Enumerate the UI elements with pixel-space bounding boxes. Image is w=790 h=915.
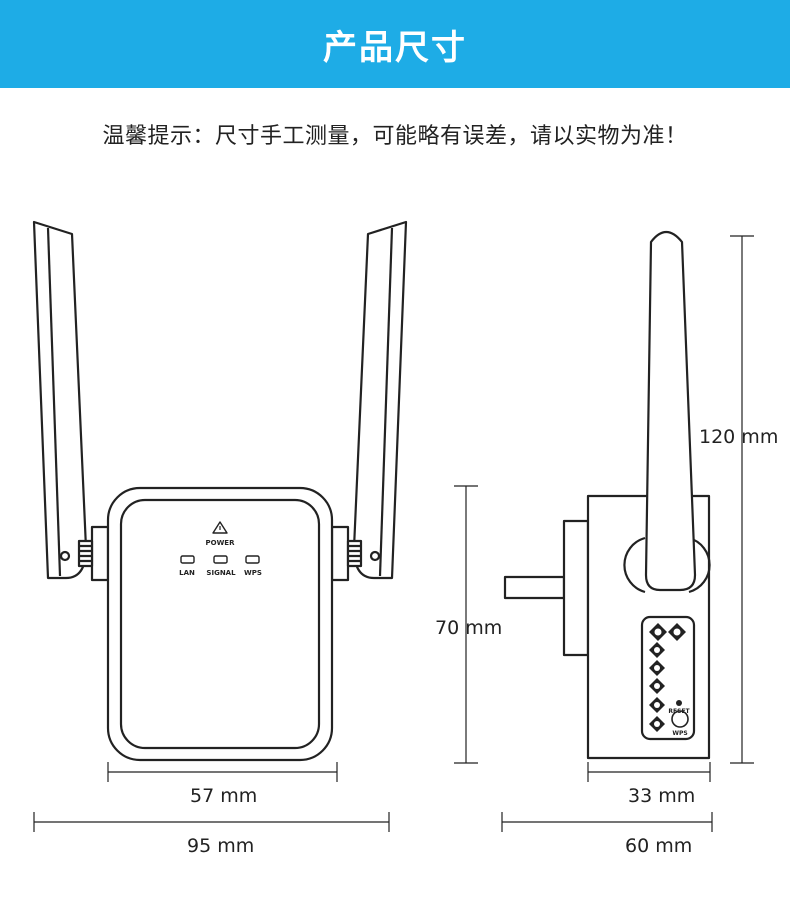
- left-hinge: [90, 525, 110, 582]
- side-dimension-lines: [454, 235, 754, 832]
- side-antenna: [644, 230, 697, 592]
- plug-prong: [503, 575, 566, 600]
- wps-button-icon: [671, 710, 689, 728]
- wps-led-icon: [245, 555, 260, 564]
- antenna-ports: [649, 623, 686, 732]
- dim-body-depth: 33 mm: [628, 785, 696, 807]
- page-title: 产品尺寸: [323, 27, 467, 68]
- reset-label: RESET: [668, 708, 690, 715]
- dim-body-width: 57 mm: [190, 785, 258, 807]
- plug-base: [562, 519, 590, 657]
- dim-antenna-height: 120 mm: [699, 426, 779, 448]
- power-label: POWER: [206, 539, 236, 547]
- header-banner: 产品尺寸: [0, 0, 790, 88]
- signal-led-icon: [213, 555, 228, 564]
- wps-button-label: WPS: [672, 730, 687, 737]
- wps-label: WPS: [244, 569, 262, 577]
- lan-label: LAN: [179, 569, 195, 577]
- right-antenna: [352, 220, 408, 580]
- side-view: [503, 230, 711, 760]
- dim-body-height: 70 mm: [435, 617, 503, 639]
- right-hinge: [330, 525, 350, 582]
- dim-total-width: 95 mm: [187, 835, 255, 857]
- dim-total-depth: 60 mm: [625, 835, 693, 857]
- lan-led-icon: [180, 555, 195, 564]
- front-view: [32, 220, 408, 762]
- reset-hole: [676, 700, 682, 706]
- front-panel: [119, 498, 321, 750]
- front-dimension-lines: [33, 762, 390, 832]
- left-antenna: [32, 220, 88, 580]
- measurement-notice: 温馨提示：尺寸手工测量，可能略有误差，请以实物为准！: [102, 124, 688, 149]
- signal-label: SIGNAL: [206, 569, 236, 577]
- warning-triangle-icon: [212, 521, 228, 534]
